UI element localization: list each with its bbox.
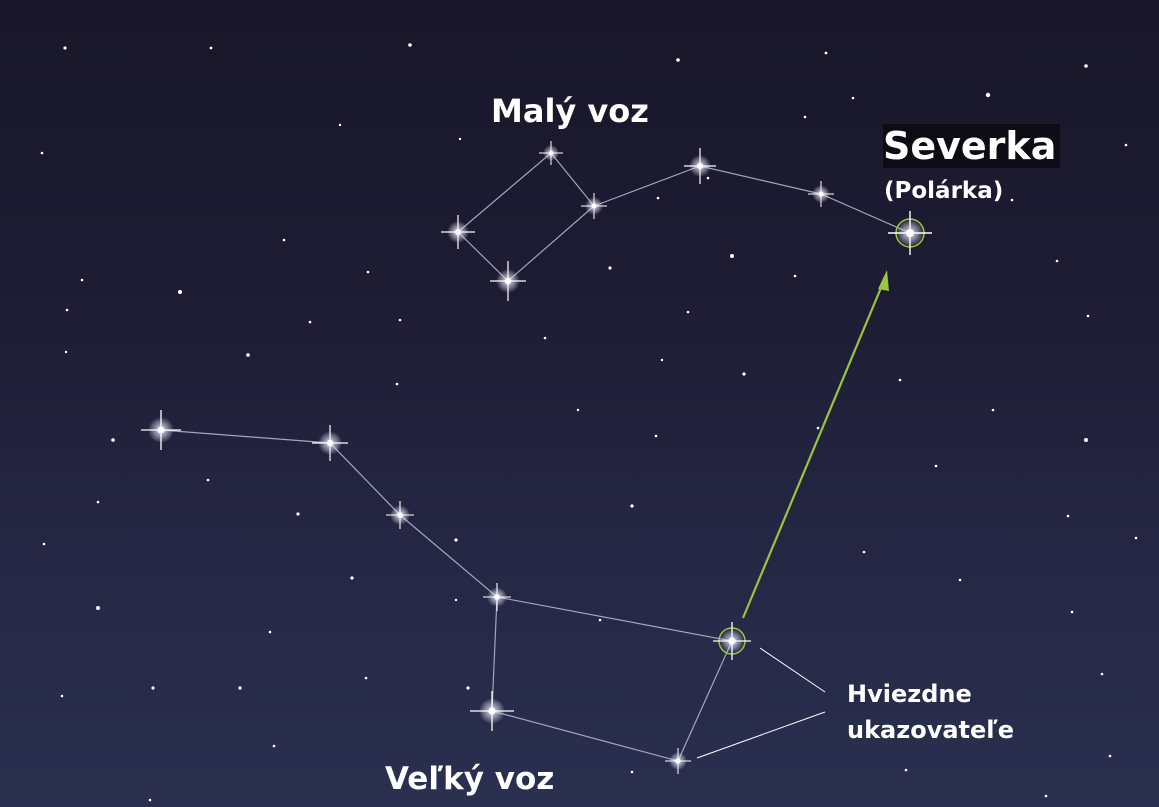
north-star-label: Severka (883, 124, 1061, 168)
pointer-stars-label-line2: ukazovateľe (847, 716, 1015, 744)
little-dipper-lines (457, 152, 911, 282)
big-dipper-lines (160, 429, 733, 762)
big-dipper-label: Veľký voz (385, 761, 555, 797)
little-dipper-star (808, 181, 834, 207)
background-stars (40, 43, 1138, 802)
pointer-leader-lines (696, 647, 826, 759)
little-dipper-star (539, 141, 563, 165)
big-dipper-star (141, 410, 181, 450)
north-star (888, 211, 932, 255)
pointer-star (713, 622, 751, 660)
north-star-alt-label: (Polárka) (884, 178, 1004, 204)
little-dipper-label: Malý voz (491, 92, 649, 130)
pointer-arrow (741, 282, 885, 619)
big-dipper-star (386, 501, 414, 529)
big-dipper-star (312, 425, 348, 461)
big-dipper-star (665, 748, 691, 774)
little-dipper-star (684, 148, 716, 184)
little-dipper-star (581, 193, 607, 219)
pointer-arrowhead (878, 270, 889, 291)
pointer-stars-label-line1: Hviezdne (847, 680, 972, 708)
pointer-stars-label: Hviezdne ukazovateľe (847, 676, 1014, 748)
little-dipper-star (490, 261, 526, 301)
little-dipper-star (441, 215, 475, 249)
big-dipper-star (470, 691, 514, 731)
big-dipper-star (483, 583, 511, 611)
constellation-stars (141, 141, 932, 774)
